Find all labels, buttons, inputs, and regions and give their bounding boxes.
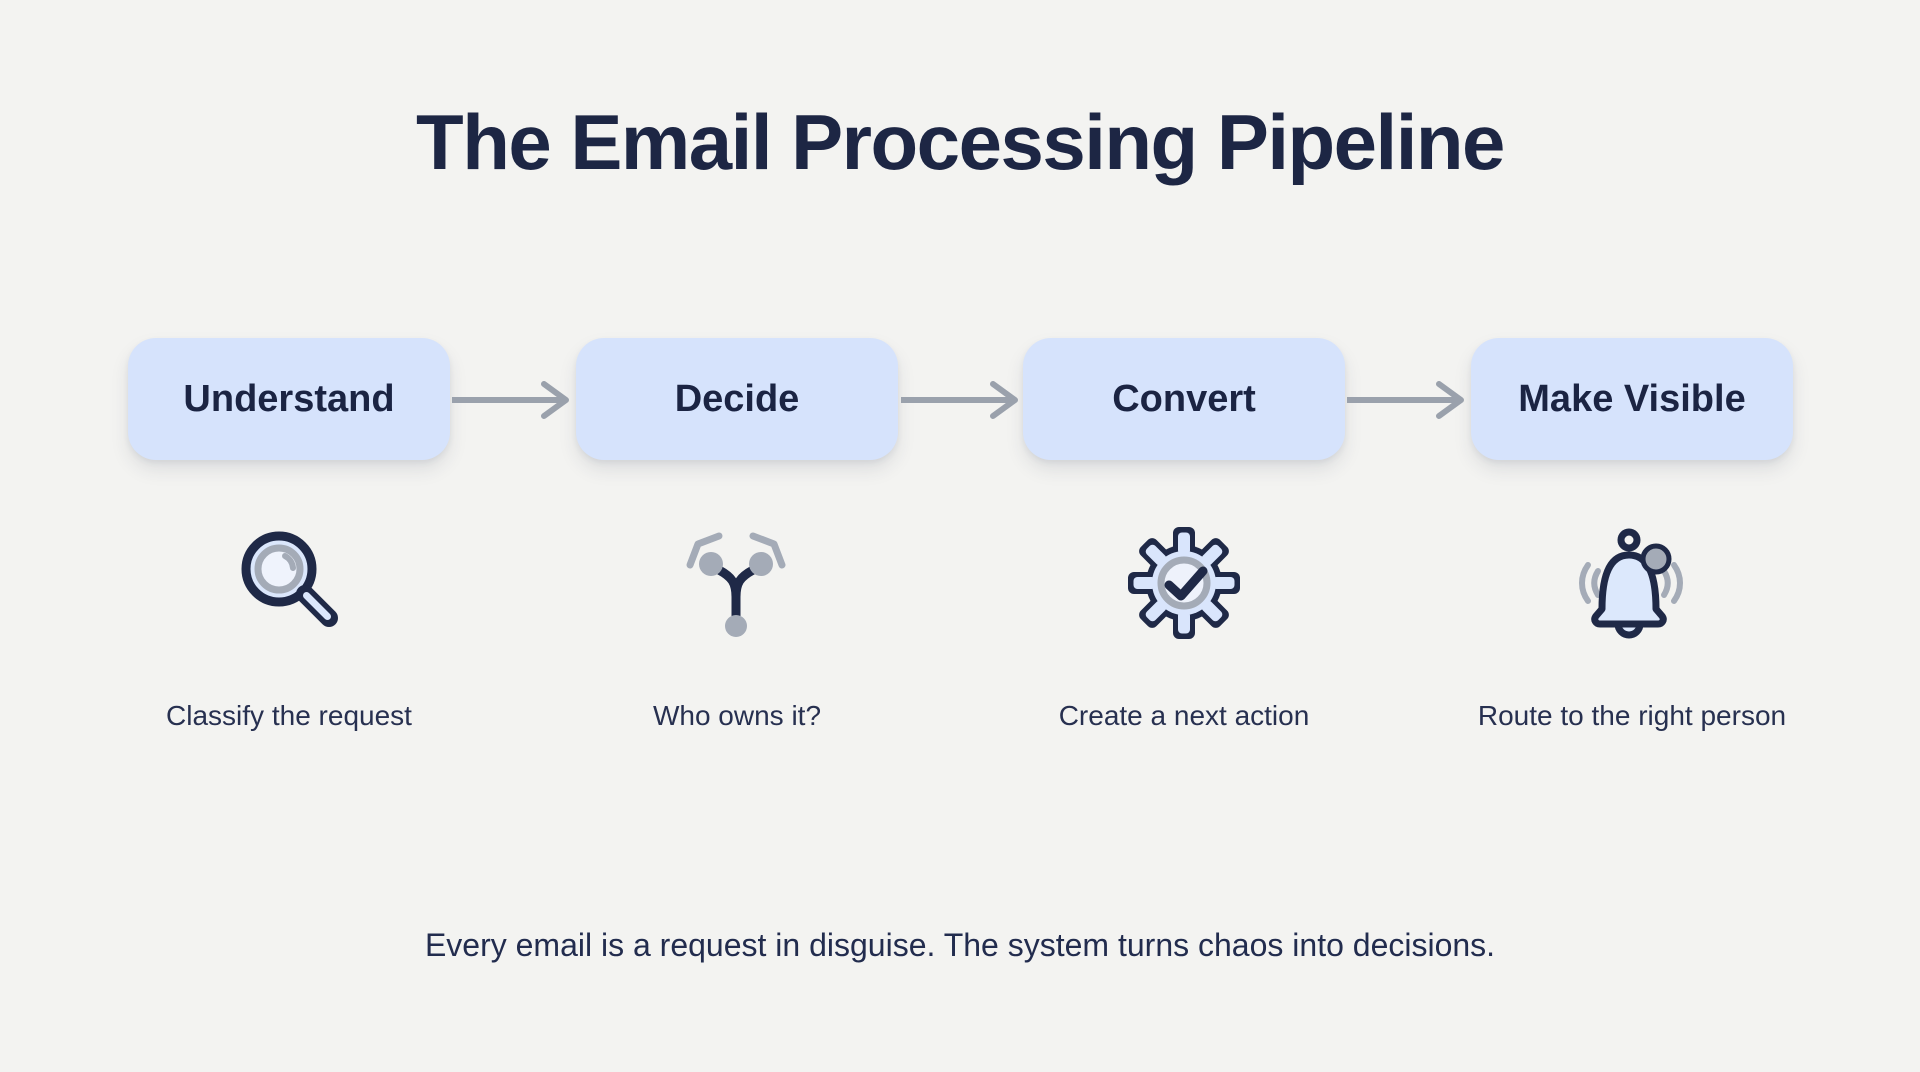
- flow-arrow-icon: [452, 381, 569, 419]
- stage-caption: Create a next action: [1058, 700, 1310, 731]
- stage-label: Make Visible: [1518, 377, 1746, 420]
- stage-label: Decide: [674, 377, 800, 420]
- stage-caption: Route to the right person: [1477, 700, 1787, 731]
- magnifier-icon: [241, 531, 338, 627]
- flow-arrow-icon: [1347, 381, 1464, 419]
- flow-arrow-icon: [901, 381, 1018, 419]
- stage-box-understand: Understand: [128, 338, 450, 460]
- bell-icon: [1579, 528, 1683, 639]
- stage-caption: Who owns it?: [652, 700, 822, 731]
- branch-icon: [686, 532, 786, 637]
- stage-caption: Classify the request: [166, 700, 412, 731]
- stage-label: Understand: [183, 377, 395, 420]
- stage-box-decide: Decide: [576, 338, 898, 460]
- page-title: The Email Processing Pipeline: [416, 98, 1505, 186]
- tagline: Every email is a request in disguise. Th…: [424, 927, 1496, 963]
- stage-box-make-visible: Make Visible: [1471, 338, 1793, 460]
- gear-check-icon: [1128, 527, 1240, 639]
- stage-label: Convert: [1112, 377, 1256, 420]
- stage-box-convert: Convert: [1023, 338, 1345, 460]
